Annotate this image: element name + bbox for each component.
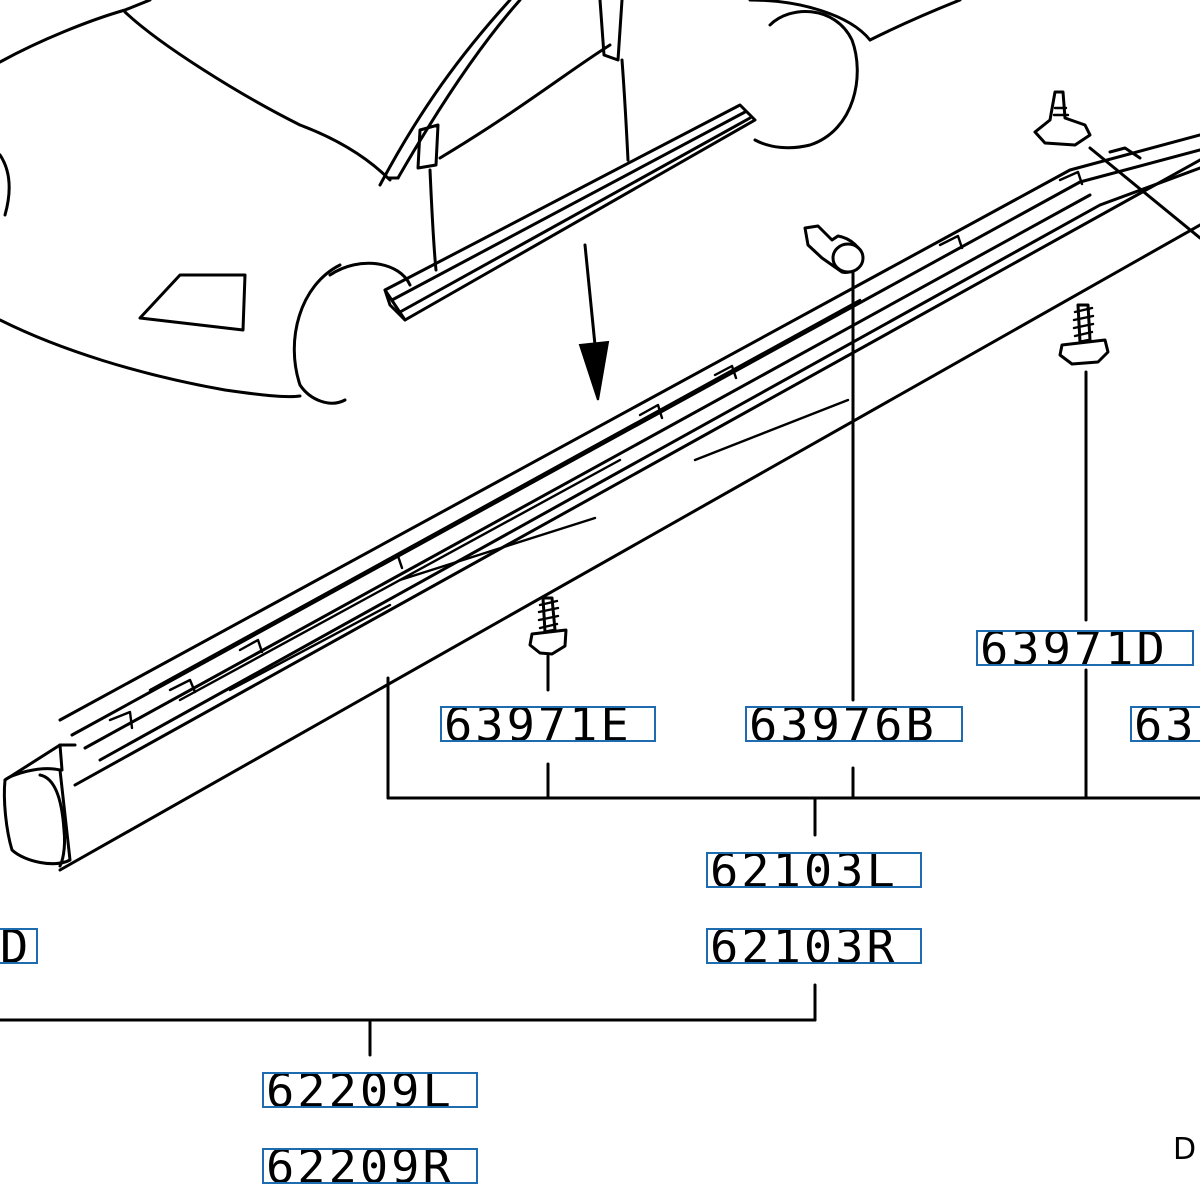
- part-label-63-cropped: 63: [1130, 706, 1200, 742]
- car-body-outline: [0, 0, 962, 405]
- part-label-62103r: 62103R: [706, 928, 922, 964]
- part-label-63971d: 63971D: [976, 630, 1194, 666]
- clip-fastener: [803, 224, 865, 274]
- part-label-63971e: 63971E: [440, 706, 656, 742]
- part-label-63976b: 63976B: [745, 706, 963, 742]
- down-arrow: [578, 243, 610, 401]
- diagram-corner-code: D: [1173, 1132, 1197, 1167]
- part-label-d-cropped: D: [0, 928, 38, 964]
- part-label-62103l: 62103L: [706, 852, 922, 888]
- top-clip-fastener: [1033, 90, 1142, 160]
- side-sill-main: [2, 133, 1200, 872]
- screw-63971e: [528, 596, 568, 656]
- leader-lines: [0, 146, 1200, 1057]
- part-label-62209l: 62209L: [262, 1072, 478, 1108]
- screw-63971d: [1058, 303, 1110, 366]
- part-label-62209r: 62209R: [262, 1148, 478, 1184]
- sill-on-car: [383, 103, 757, 322]
